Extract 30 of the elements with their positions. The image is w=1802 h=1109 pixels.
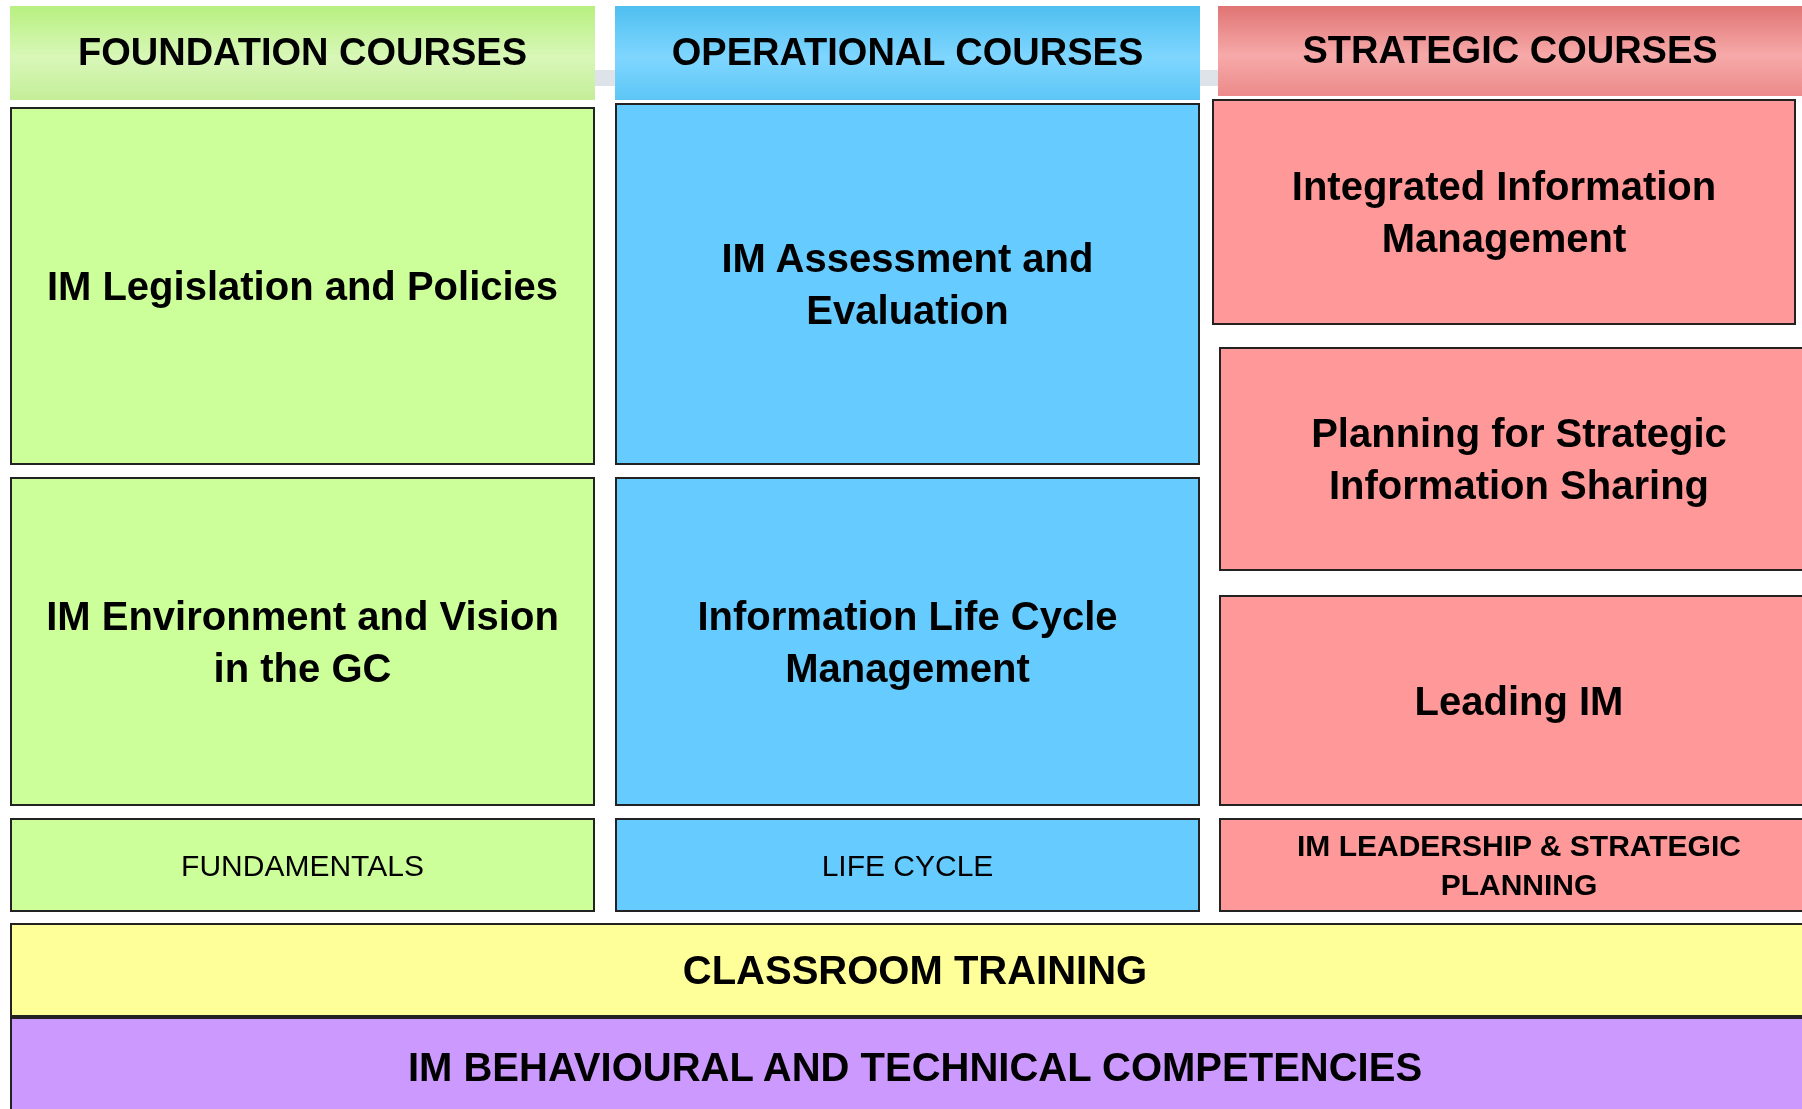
course-box — [10, 107, 595, 465]
stream-label-box — [10, 818, 595, 912]
header-text: STRATEGIC COURSES — [1302, 28, 1718, 74]
header-text: OPERATIONAL COURSES — [671, 30, 1144, 76]
box-text: Information Life Cycle Management — [696, 592, 1119, 692]
course-box — [1219, 595, 1802, 806]
column-header — [10, 6, 595, 100]
column-header — [1218, 6, 1802, 96]
column-header — [615, 6, 1200, 100]
header-text: FOUNDATION COURSES — [78, 30, 527, 76]
box-text: Leading IM — [1414, 677, 1624, 725]
box-text: FUNDAMENTALS — [181, 847, 424, 884]
course-box — [615, 103, 1200, 465]
stream-label-box — [1219, 818, 1802, 912]
box-text: IM BEHAVIOURAL AND TECHNICAL COMPETENCIES — [407, 1044, 1423, 1091]
stream-label-box — [615, 818, 1200, 912]
box-text: IM Assessment and Evaluation — [720, 235, 1095, 334]
course-box — [1212, 99, 1796, 325]
course-box — [615, 477, 1200, 806]
box-text: CLASSROOM TRAINING — [682, 947, 1148, 994]
competencies-band — [10, 1017, 1802, 1109]
box-text: LIFE CYCLE — [821, 847, 994, 884]
box-text: IM LEADERSHIP & STRATEGIC PLANNING — [1296, 828, 1742, 903]
training-band — [10, 923, 1802, 1017]
course-box — [10, 477, 595, 806]
box-text: Planning for Strategic Information Sharing — [1310, 410, 1728, 509]
course-box — [1219, 347, 1802, 571]
box-text: IM Environment and Vision in the GC — [45, 592, 560, 692]
box-text: Integrated Information Management — [1290, 163, 1718, 262]
box-text: IM Legislation and Policies — [46, 263, 559, 310]
